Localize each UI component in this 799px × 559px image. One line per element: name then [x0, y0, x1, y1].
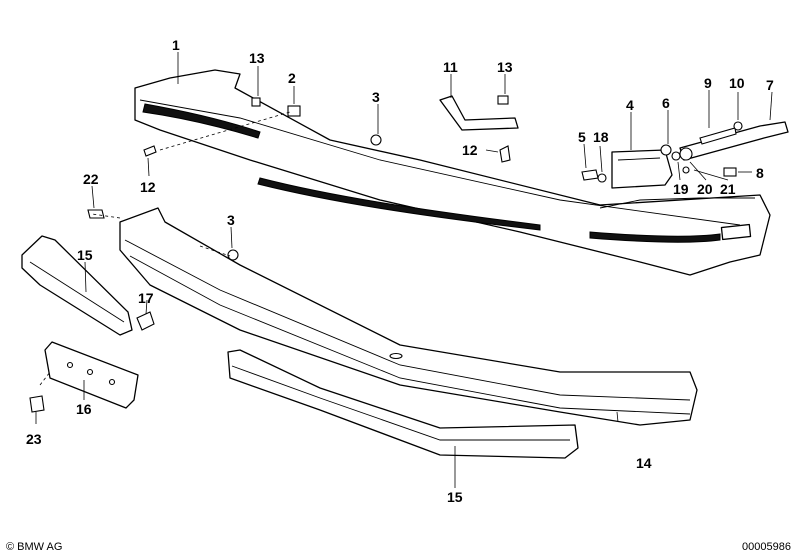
callout-7: 7: [766, 77, 774, 93]
diagram-number: 00005986: [742, 541, 791, 553]
callout-3a: 3: [372, 89, 380, 105]
callout-13a: 13: [249, 50, 265, 66]
clip-13-right: [497, 95, 509, 105]
callout-15a: 15: [77, 247, 93, 263]
leader-lines: [35, 52, 773, 488]
callout-14: 14: [636, 455, 652, 471]
callout-18: 18: [593, 129, 609, 145]
callout-17: 17: [138, 290, 154, 306]
bolt-5: [581, 169, 599, 181]
rub-strip-lower[interactable]: [227, 349, 579, 459]
bumper-lower-part[interactable]: [119, 207, 698, 426]
bolt-12-right: [499, 145, 511, 163]
callout-22: 22: [83, 171, 99, 187]
callout-3b: 3: [227, 212, 235, 228]
mounting-bracket-4[interactable]: [611, 149, 673, 189]
callout-1: 1: [172, 37, 180, 53]
callout-21: 21: [720, 181, 736, 197]
callout-10: 10: [729, 75, 745, 91]
washer-18: [597, 173, 607, 183]
nut-3-lower: [227, 249, 239, 261]
callout-13b: 13: [497, 59, 513, 75]
copyright-text: © BMW AG: [6, 541, 63, 553]
callout-6: 6: [662, 95, 670, 111]
callout-5: 5: [578, 129, 586, 145]
hardware-bits: [29, 95, 743, 413]
nut-8: [723, 167, 737, 177]
callout-12b: 12: [462, 142, 478, 158]
callout-23: 23: [26, 431, 42, 447]
bolt-22: [87, 209, 105, 219]
washer-20: [671, 151, 681, 161]
washer-21: [682, 166, 690, 174]
callout-4: 4: [626, 97, 634, 113]
nut-3-upper: [370, 134, 382, 146]
clip-2: [287, 105, 301, 117]
clip-17: [136, 311, 155, 331]
bolt-12-left: [143, 145, 157, 157]
clip-13-left: [251, 97, 261, 107]
callout-16: 16: [76, 401, 92, 417]
bolt-9: [699, 127, 737, 145]
rub-strip-left[interactable]: [21, 235, 133, 336]
callout-19: 19: [673, 181, 689, 197]
bracket-left[interactable]: [44, 341, 139, 409]
callout-11: 11: [443, 59, 458, 75]
nut-6: [660, 144, 672, 156]
callout-12a: 12: [140, 179, 156, 195]
callout-15b: 15: [447, 489, 463, 505]
callout-8: 8: [756, 165, 764, 181]
washer-10: [733, 121, 743, 131]
clip-23: [29, 395, 45, 413]
callout-9: 9: [704, 75, 712, 91]
callout-2: 2: [288, 70, 296, 86]
callouts: 1 2 3 3 4 5 6 7 8 9 10 11 12 12 13 13 14…: [26, 37, 774, 505]
bracket-11[interactable]: [439, 95, 519, 131]
callout-20: 20: [697, 181, 713, 197]
shock-absorber-7[interactable]: [679, 121, 789, 161]
